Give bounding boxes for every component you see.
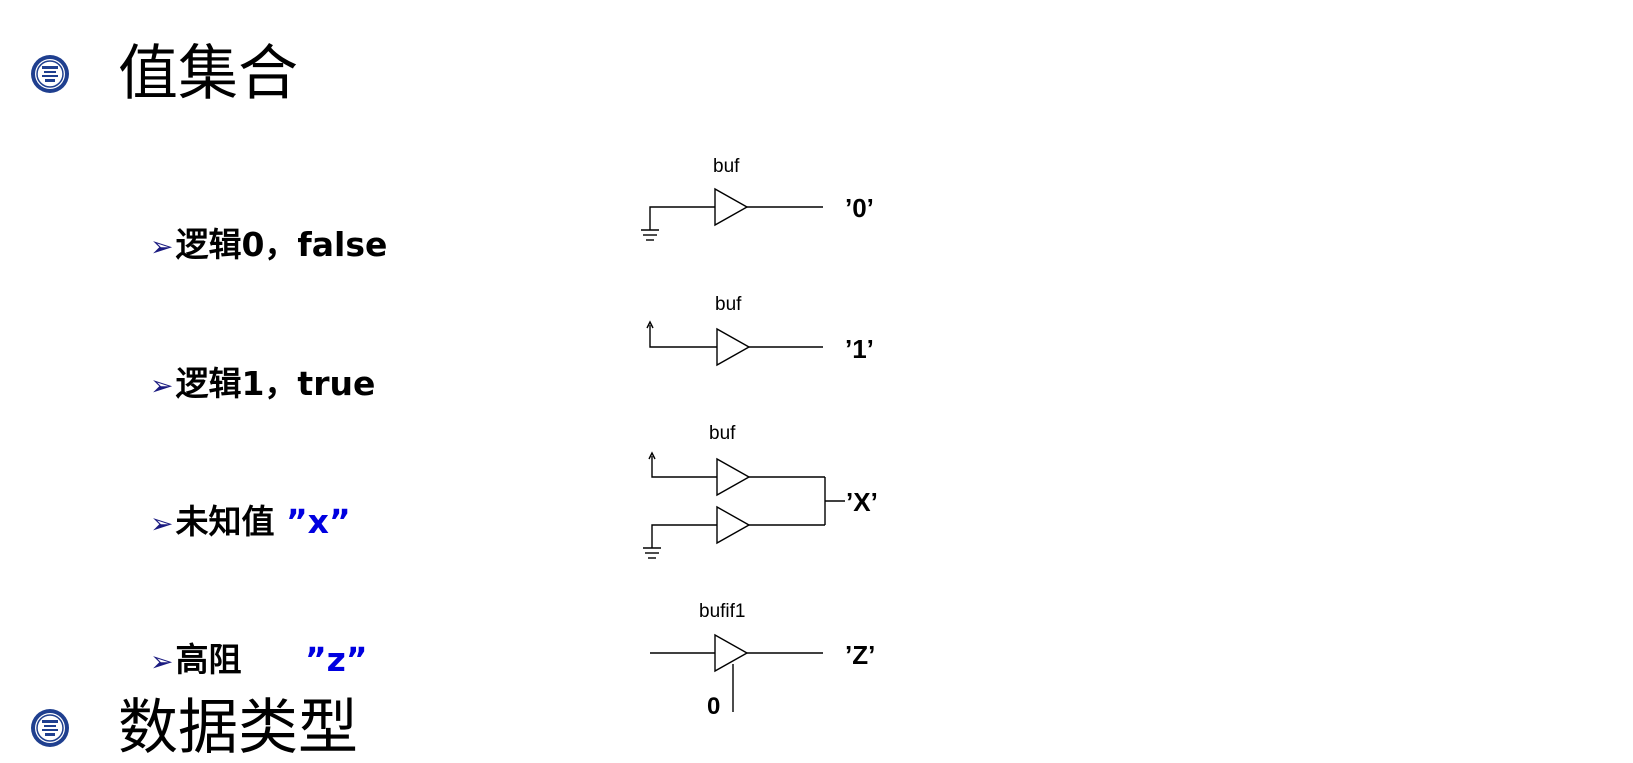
circuit-logic-1 — [646, 320, 823, 367]
output-label-x: ’X’ — [846, 487, 878, 517]
bullet-highlight: ”z” — [304, 640, 368, 679]
bullet-arrow-icon: ➢ — [150, 645, 174, 678]
gate-label-buf: buf — [709, 423, 736, 444]
bullet-logic-0: ➢逻辑0，false — [150, 228, 387, 261]
bullet-unknown-x: ➢未知值 ”x” — [150, 505, 351, 538]
bullet-arrow-icon: ➢ — [150, 230, 174, 263]
control-label-zero: 0 — [707, 693, 720, 720]
gate-label-buf: buf — [715, 294, 742, 315]
circuit-unknown-x — [643, 451, 845, 559]
bullet-arrow-icon: ➢ — [150, 507, 174, 540]
bullet-logic-1: ➢逻辑1，true — [150, 367, 375, 400]
output-label-1: ’1’ — [845, 334, 874, 364]
gate-label-buf: buf — [713, 156, 740, 177]
university-seal-icon — [31, 55, 69, 93]
output-label-0: ’0’ — [845, 193, 874, 223]
output-label-z: ’Z’ — [845, 640, 875, 670]
gate-label-bufif1: bufif1 — [699, 601, 745, 622]
bullet-text: 逻辑0，false — [175, 225, 388, 264]
heading-data-types: 数据类型 — [118, 693, 358, 763]
bullet-highlight: ”x” — [285, 502, 351, 541]
circuit-high-z — [650, 633, 823, 712]
circuit-logic-0 — [641, 187, 823, 241]
bullet-text: 未知值 — [175, 502, 286, 541]
university-seal-icon — [31, 709, 69, 747]
heading-value-set: 值集合 — [118, 39, 298, 109]
bullet-text: 逻辑1，true — [175, 364, 376, 403]
bullet-high-z: ➢高阻 ”z” — [150, 643, 368, 676]
bullet-text: 高阻 — [175, 640, 253, 679]
bullet-arrow-icon: ➢ — [150, 369, 174, 402]
